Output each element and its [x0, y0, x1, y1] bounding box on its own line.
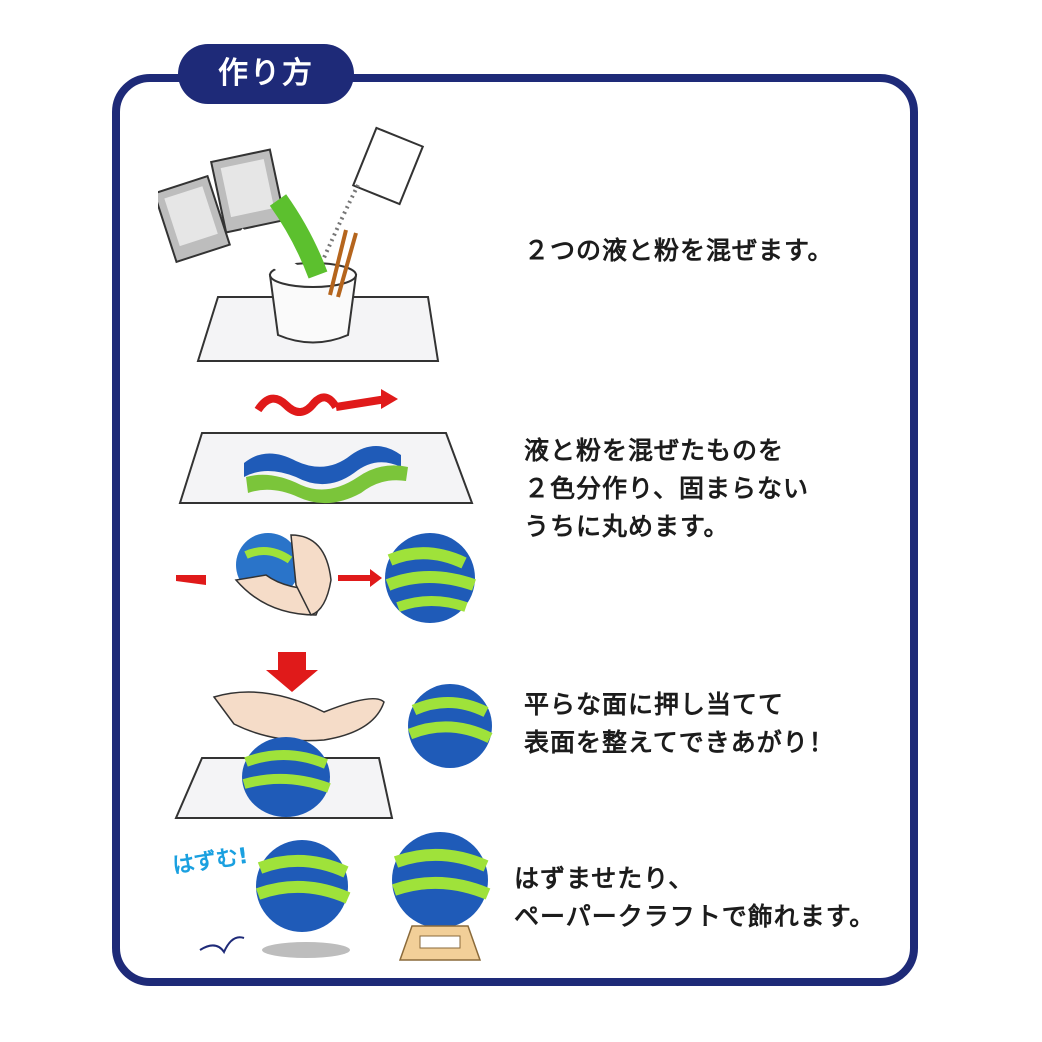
step1-illustration [158, 126, 440, 362]
step1-text: ２つの液と粉を混ぜます。 [524, 232, 834, 270]
instruction-frame [112, 74, 918, 986]
step2-text: 液と粉を混ぜたものを ２色分作り、固まらない うちに丸めます。 [524, 432, 809, 546]
step3-illustration [174, 652, 493, 819]
step3-line2: 表面を整えてできあがり！ [524, 728, 835, 757]
step3-text: 平らな面に押し当てて 表面を整えてできあがり！ [524, 686, 835, 762]
step2-line2: ２色分作り、固まらない [524, 474, 810, 503]
section-title: 作り方 [178, 44, 354, 104]
step2-line1: 液と粉を混ぜたものを [524, 436, 785, 465]
step4-line2: ペーパークラフトで飾れます。 [514, 902, 876, 931]
step1-line1: ２つの液と粉を混ぜます。 [524, 236, 834, 265]
step4-line1: はずませたり、 [514, 864, 695, 893]
step2-line3: うちに丸めます。 [524, 512, 730, 541]
step4-illustration [199, 832, 491, 961]
step3-line1: 平らな面に押し当てて [524, 690, 785, 719]
step4-text: はずませたり、 ペーパークラフトで飾れます。 [514, 860, 875, 936]
step2-illustration [176, 389, 476, 623]
